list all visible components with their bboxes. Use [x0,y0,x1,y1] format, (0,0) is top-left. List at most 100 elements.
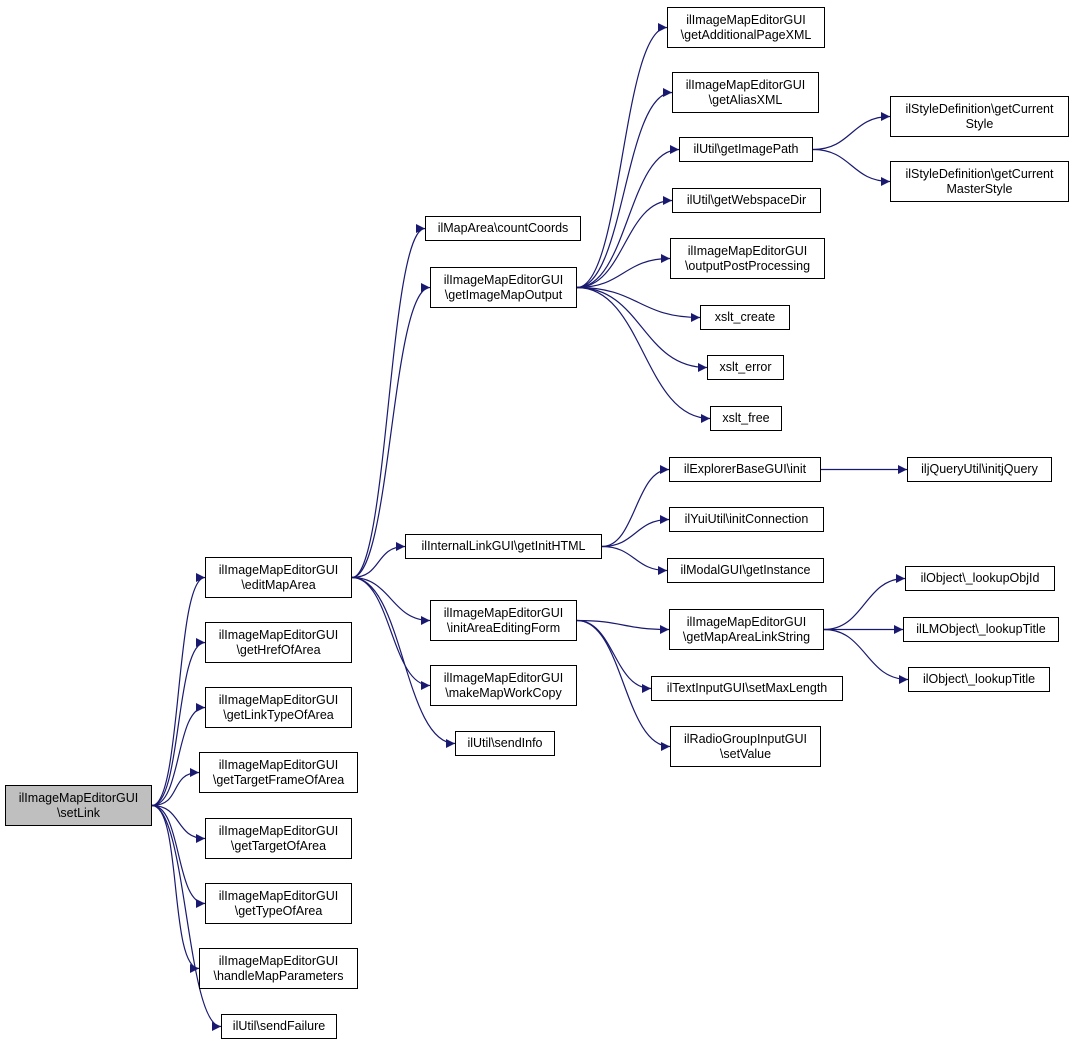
node-label-line: ilYuiUtil\initConnection [684,512,809,526]
node-getinithtml[interactable]: ilInternalLinkGUI\getInitHTML [405,534,602,559]
node-label-line: \getImageMapOutput [444,287,563,302]
node-label-line: Style [965,116,994,131]
node-label-line: ilUtil\sendFailure [232,1019,326,1033]
call-edge-setLink-to-editMapArea [151,573,206,807]
node-setlink: ilImageMapEditorGUI\setLink [5,785,152,826]
node-label-line: \editMapArea [241,577,316,592]
call-edge-setLink-to-getHrefOfArea [151,638,206,807]
call-edge-initAreaEditingForm-to-setMaxLength [576,619,652,693]
node-countcoords[interactable]: ilMapArea\countCoords [425,216,581,241]
call-edge-getImageMapOutput-to-outputPostProcessing [576,254,671,289]
node-setmaxlength[interactable]: ilTextInputGUI\setMaxLength [651,676,843,701]
node-xslt-free[interactable]: xslt_free [710,406,782,431]
call-edge-editMapArea-to-countCoords [351,224,426,579]
call-edge-setLink-to-getTypeOfArea [151,804,206,908]
node-getlinktypeofarea[interactable]: ilImageMapEditorGUI\getLinkTypeOfArea [205,687,352,728]
node-editmaparea[interactable]: ilImageMapEditorGUI\editMapArea [205,557,352,598]
call-edge-initAreaEditingForm-to-getMapAreaLinkString [576,619,670,634]
node-initconnection[interactable]: ilYuiUtil\initConnection [669,507,824,532]
node-getmaparealinkstring[interactable]: ilImageMapEditorGUI\getMapAreaLinkString [669,609,824,650]
node-getinstance[interactable]: ilModalGUI\getInstance [667,558,824,583]
node-label-line: ilImageMapEditorGUI [218,562,339,577]
node-label-line: ilStyleDefinition\getCurrent [905,166,1054,181]
node-label-line: ilImageMapEditorGUI [443,670,564,685]
call-edge-editMapArea-to-initAreaEditingForm [351,576,431,625]
node-initareaeditingform[interactable]: ilImageMapEditorGUI\initAreaEditingForm [430,600,577,641]
node-label-line: \getTargetOfArea [230,838,327,853]
node-label-line: ilUtil\sendInfo [467,736,543,750]
node-label-line: ilImageMapEditorGUI [686,614,807,629]
node-label-line: ilImageMapEditorGUI [443,605,564,620]
node-sendfailure[interactable]: ilUtil\sendFailure [221,1014,337,1039]
node-getimagepath[interactable]: ilUtil\getImagePath [679,137,813,162]
node-label-line: \getAdditionalPageXML [680,27,812,42]
call-edge-getImageMapOutput-to-xslt_free [576,286,711,423]
node-getimagemapoutput[interactable]: ilImageMapEditorGUI\getImageMapOutput [430,267,577,308]
node-getadditionalpagexml[interactable]: ilImageMapEditorGUI\getAdditionalPageXML [667,7,825,48]
node-handlemapparameters[interactable]: ilImageMapEditorGUI\handleMapParameters [199,948,358,989]
call-edge-getImageMapOutput-to-getAliasXML [576,88,673,289]
call-edge-editMapArea-to-getInitHTML [351,542,406,579]
node-label-line: ilImageMapEditorGUI [686,12,806,27]
node-xslt-error[interactable]: xslt_error [707,355,784,380]
node-label-line: ilMapArea\countCoords [437,221,569,235]
node-label-line: ilExplorerBaseGUI\init [683,462,807,476]
node-label-line: ilImageMapEditorGUI [18,790,139,805]
node-label-line: ilUtil\getWebspaceDir [686,193,807,207]
node-label-line: iljQueryUtil\initjQuery [921,462,1038,476]
call-edge-setLink-to-getTargetOfArea [151,804,206,843]
call-edge-setLink-to-sendFailure [151,804,222,1031]
call-edge-setLink-to-getLinkTypeOfArea [151,703,206,807]
call-edge-getImageMapOutput-to-getImagePath [576,145,680,289]
node-label-line: ilImageMapEditorGUI [218,953,339,968]
call-edge-getInitHTML-to-explorerInit [601,465,670,548]
call-edge-editMapArea-to-makeMapWorkCopy [351,576,431,690]
node-initjquery[interactable]: iljQueryUtil\initjQuery [907,457,1052,482]
node-label-line: \setLink [56,805,101,820]
node-gethrefofarea[interactable]: ilImageMapEditorGUI\getHrefOfArea [205,622,352,663]
call-edge-editMapArea-to-sendInfo [351,576,456,748]
node-xslt-create[interactable]: xslt_create [700,305,790,330]
node-lmlookuptitle[interactable]: ilLMObject\_lookupTitle [903,617,1059,642]
node-label-line: ilTextInputGUI\setMaxLength [666,681,828,695]
node-outputpostprocessing[interactable]: ilImageMapEditorGUI\outputPostProcessing [670,238,825,279]
node-lookuptitle[interactable]: ilObject\_lookupTitle [908,667,1050,692]
node-label-line: ilModalGUI\getInstance [680,563,811,577]
call-edge-initAreaEditingForm-to-setValue [576,619,671,751]
node-explorerbasegui-init[interactable]: ilExplorerBaseGUI\init [669,457,821,482]
call-edge-getMapAreaLinkString-to-lookupObjId [823,574,906,631]
node-label-line: \outputPostProcessing [684,258,811,273]
node-label-line: ilImageMapEditorGUI [218,692,339,707]
node-label-line: \getHrefOfArea [236,642,321,657]
node-label-line: xslt_free [722,411,770,425]
node-gettypeofarea[interactable]: ilImageMapEditorGUI\getTypeOfArea [205,883,352,924]
node-label-line: ilImageMapEditorGUI [687,243,808,258]
call-edge-getImageMapOutput-to-getWebspaceDir [576,196,673,289]
node-label-line: ilImageMapEditorGUI [685,77,806,92]
node-lookupobjid[interactable]: ilObject\_lookupObjId [905,566,1055,591]
node-makemapworkcopy[interactable]: ilImageMapEditorGUI\makeMapWorkCopy [430,665,577,706]
node-label-line: MasterStyle [946,181,1013,196]
node-label-line: \getLinkTypeOfArea [223,707,334,722]
call-edge-getImagePath-to-getCurrentStyle [812,112,891,151]
node-label-line: \getMapAreaLinkString [682,629,811,644]
node-gettargetframeofarea[interactable]: ilImageMapEditorGUI\getTargetFrameOfArea [199,752,358,793]
node-label-line: ilInternalLinkGUI\getInitHTML [421,539,586,553]
node-setvalue[interactable]: ilRadioGroupInputGUI\setValue [670,726,821,767]
node-label-line: \makeMapWorkCopy [445,685,562,700]
node-label-line: xslt_error [719,360,772,374]
node-getwebspacedir[interactable]: ilUtil\getWebspaceDir [672,188,821,213]
node-sendinfo[interactable]: ilUtil\sendInfo [455,731,555,756]
node-label-line: ilObject\_lookupObjId [920,571,1040,585]
node-label-line: \handleMapParameters [213,968,344,983]
call-edge-getImagePath-to-getCurrentMasterStyle [812,148,891,186]
node-label-line: ilRadioGroupInputGUI [684,731,807,746]
node-gettargetofarea[interactable]: ilImageMapEditorGUI\getTargetOfArea [205,818,352,859]
call-edge-setLink-to-getTargetFrameOfArea [151,768,200,807]
node-label-line: \getTargetFrameOfArea [212,772,345,787]
node-getaliasxml[interactable]: ilImageMapEditorGUI\getAliasXML [672,72,819,113]
